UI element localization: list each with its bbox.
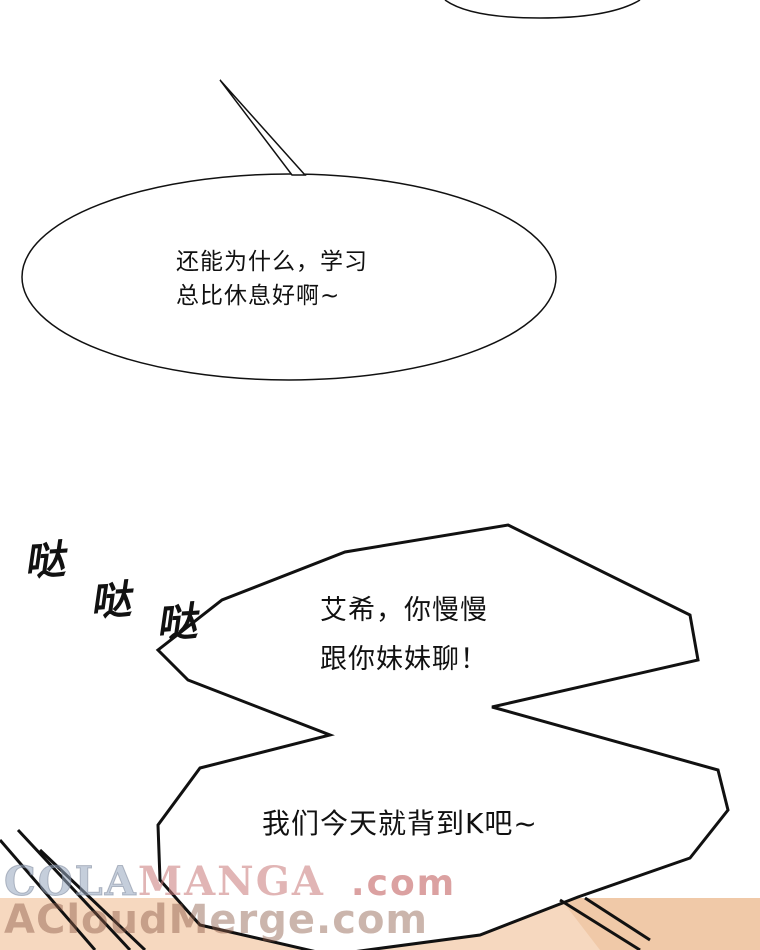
bubble-2-line-3: 我们今天就背到K吧~: [262, 807, 538, 840]
watermark-line-1: COLAMANGA .com: [4, 858, 457, 906]
watermark-part-3: .com: [350, 863, 457, 904]
bubble-1-line-1: 还能为什么，学习: [176, 249, 368, 275]
bubble-1-tail: [219, 79, 307, 176]
shout-bubble-2: [155, 523, 730, 950]
floor-shading: [560, 898, 760, 950]
bubble-2-line-1: 艾希，你慢慢: [320, 595, 488, 626]
watermark-line-2: ACloudMerge.com: [4, 897, 429, 943]
bubble-2-line-2: 跟你妹妹聊！: [320, 644, 488, 675]
speed-lines: [0, 828, 651, 950]
bubble-1-line-2: 总比休息好啊~: [176, 283, 341, 309]
watermark-part-1: COLA: [4, 858, 138, 906]
watermark-part-2: MANGA: [137, 858, 325, 905]
top-bubble-edge: [444, 0, 641, 19]
speech-bubble-1: [21, 173, 557, 381]
